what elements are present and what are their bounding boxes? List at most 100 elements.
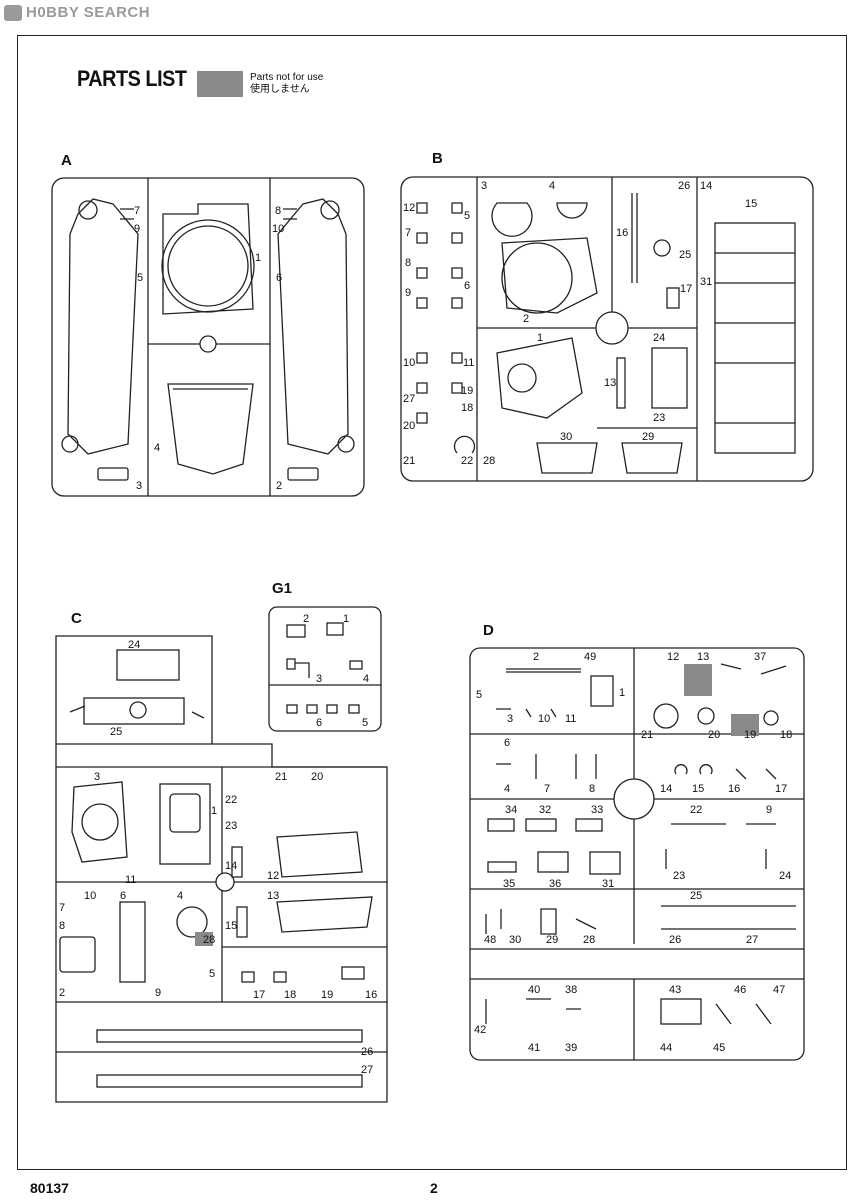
part-b-28: 28 (483, 455, 496, 467)
part-d-41: 41 (528, 1042, 541, 1054)
part-d-26: 26 (669, 934, 682, 946)
sprue-c (55, 635, 388, 1103)
part-c-18: 18 (284, 989, 297, 1001)
part-d-31: 31 (602, 878, 615, 890)
watermark: H0BBY SEARCH (4, 4, 150, 21)
part-c-20: 20 (311, 771, 324, 783)
part-c-23: 23 (225, 820, 238, 832)
part-d-42: 42 (474, 1024, 487, 1036)
part-c-1: 1 (211, 805, 218, 817)
part-d-15: 15 (692, 783, 705, 795)
not-used-swatch (197, 71, 243, 97)
part-d-11: 11 (565, 713, 577, 725)
part-b-5: 5 (464, 210, 471, 222)
sprue-c-label: C (71, 610, 82, 627)
part-b-22: 22 (461, 455, 474, 467)
part-b-19: 19 (461, 385, 474, 397)
part-b-27: 27 (403, 393, 416, 405)
part-b-29: 29 (642, 431, 655, 443)
part-d-36: 36 (549, 878, 562, 890)
part-c-4: 4 (177, 890, 184, 902)
part-a-8: 8 (275, 205, 282, 217)
part-a-4: 4 (154, 442, 161, 454)
part-g1-1: 1 (343, 613, 350, 625)
part-c-14: 14 (225, 860, 238, 872)
part-d-39: 39 (565, 1042, 578, 1054)
part-d-22: 22 (690, 804, 703, 816)
part-d-17: 17 (775, 783, 788, 795)
part-a-10: 10 (272, 223, 285, 235)
watermark-logo-icon (4, 4, 22, 21)
part-d-10: 10 (538, 713, 551, 725)
part-d-6: 6 (504, 737, 511, 749)
part-c-22: 22 (225, 794, 238, 806)
part-c-26: 26 (361, 1046, 374, 1058)
part-d-37: 37 (754, 651, 767, 663)
sprue-b-label: B (432, 150, 443, 167)
part-d-43: 43 (669, 984, 682, 996)
part-c-7: 7 (59, 902, 66, 914)
part-b-15: 15 (745, 198, 758, 210)
part-d-33: 33 (591, 804, 604, 816)
part-d-18: 18 (780, 729, 793, 741)
part-c-12: 12 (267, 870, 280, 882)
sprue-d-label: D (483, 622, 494, 639)
part-b-31: 31 (700, 276, 713, 288)
part-d-46: 46 (734, 984, 747, 996)
part-c-19: 19 (321, 989, 334, 1001)
part-c-24: 24 (128, 639, 141, 651)
sprue-g1-label: G1 (272, 580, 293, 597)
part-d-8: 8 (589, 783, 596, 795)
part-d-19: 19 (744, 729, 757, 741)
part-a-6: 6 (276, 272, 283, 284)
part-d-4: 4 (504, 783, 511, 795)
part-d-3: 3 (507, 713, 514, 725)
part-c-2: 2 (59, 987, 66, 999)
part-c-3: 3 (94, 771, 101, 783)
part-a-7: 7 (134, 205, 141, 217)
part-a-3: 3 (136, 480, 143, 492)
part-d-47: 47 (773, 984, 786, 996)
part-b-24: 24 (653, 332, 666, 344)
part-d-28: 28 (583, 934, 596, 946)
part-g1-2: 2 (303, 613, 310, 625)
part-c-10: 10 (84, 890, 97, 902)
part-a-9: 9 (134, 223, 141, 235)
part-b-9: 9 (405, 287, 412, 299)
part-g1-6: 6 (316, 717, 323, 729)
part-c-15: 15 (225, 920, 238, 932)
part-d-25: 25 (690, 890, 703, 902)
legend-line-jp: 使用しません (250, 84, 310, 95)
part-a-1: 1 (255, 252, 262, 264)
page-frame (17, 35, 847, 1170)
watermark-text: H0BBY SEARCH (26, 4, 151, 21)
part-c-21: 21 (275, 771, 288, 783)
sprue-d (469, 647, 805, 1061)
not-used-legend: Parts not for use 使用しません (250, 72, 323, 96)
part-b-12: 12 (403, 202, 416, 214)
part-a-2: 2 (276, 480, 283, 492)
part-d-30: 30 (509, 934, 522, 946)
part-b-30: 30 (560, 431, 573, 443)
part-c-17: 17 (253, 989, 266, 1001)
part-b-18: 18 (461, 402, 474, 414)
part-g1-3: 3 (316, 673, 323, 685)
part-b-16: 16 (616, 227, 629, 239)
legend-line-en: Parts not for use (250, 72, 324, 83)
part-d-7: 7 (544, 783, 551, 795)
part-c-28: 28 (203, 934, 216, 946)
sprue-a (51, 177, 365, 497)
part-d-2: 2 (533, 651, 540, 663)
part-c-11: 11 (125, 874, 137, 886)
part-d-12: 12 (667, 651, 680, 663)
part-d-5: 5 (476, 689, 483, 701)
part-d-20: 20 (708, 729, 721, 741)
part-b-20: 20 (403, 420, 416, 432)
part-d-9: 9 (766, 804, 773, 816)
part-c-25: 25 (110, 726, 123, 738)
sprue-b (400, 176, 814, 482)
part-b-25: 25 (679, 249, 692, 261)
page-number: 2 (430, 1180, 438, 1196)
part-b-13: 13 (604, 377, 617, 389)
part-c-27: 27 (361, 1064, 374, 1076)
